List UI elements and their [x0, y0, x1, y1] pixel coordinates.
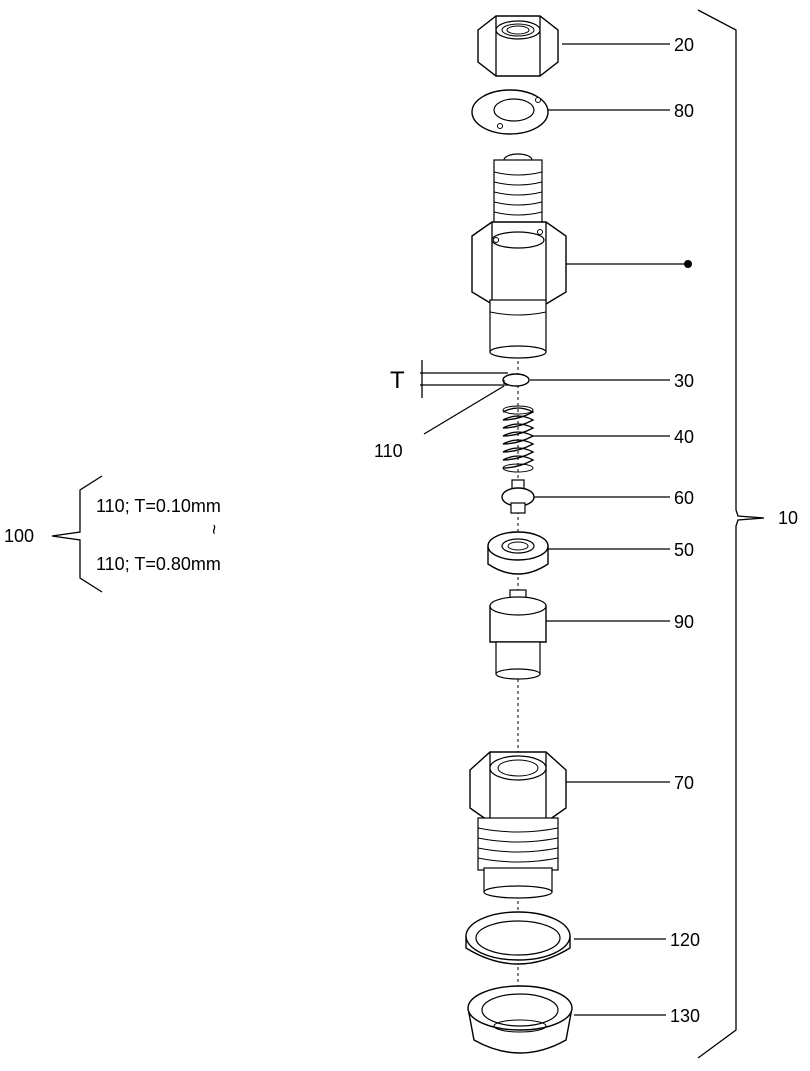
- label-50: 50: [674, 540, 694, 560]
- assembly-brace: [697, 9, 765, 1059]
- shim-range-max: 110; T=0.80mm: [96, 554, 221, 574]
- label-110: 110: [374, 441, 403, 461]
- label-90: 90: [674, 612, 694, 632]
- body-marker-dot: [684, 260, 692, 268]
- part-70-retaining-nut: [469, 751, 567, 899]
- part-120-gasket: [465, 911, 571, 965]
- label-group-100: 100: [4, 526, 34, 546]
- part-130-cup: [467, 985, 573, 1054]
- part-80-washer: [471, 89, 549, 135]
- part-90-nozzle: [489, 589, 547, 680]
- label-assembly-10: 10: [778, 508, 798, 528]
- shim-range-min: 110; T=0.10mm: [96, 496, 221, 516]
- label-70: 70: [674, 773, 694, 793]
- label-60: 60: [674, 488, 694, 508]
- part-50-ring: [487, 531, 549, 575]
- label-40: 40: [674, 427, 694, 447]
- label-20: 20: [674, 35, 694, 55]
- part-30-disc: [502, 373, 530, 387]
- main-holder-body: [471, 153, 567, 359]
- label-80: 80: [674, 101, 694, 121]
- shim-range-tilde: ~: [204, 524, 224, 535]
- part-60-valve: [501, 479, 535, 514]
- label-130: 130: [670, 1006, 700, 1026]
- label-thickness: T: [390, 367, 405, 394]
- group-brace: [51, 475, 103, 593]
- label-120: 120: [670, 930, 700, 950]
- part-20-nut: [477, 15, 559, 77]
- label-30: 30: [674, 371, 694, 391]
